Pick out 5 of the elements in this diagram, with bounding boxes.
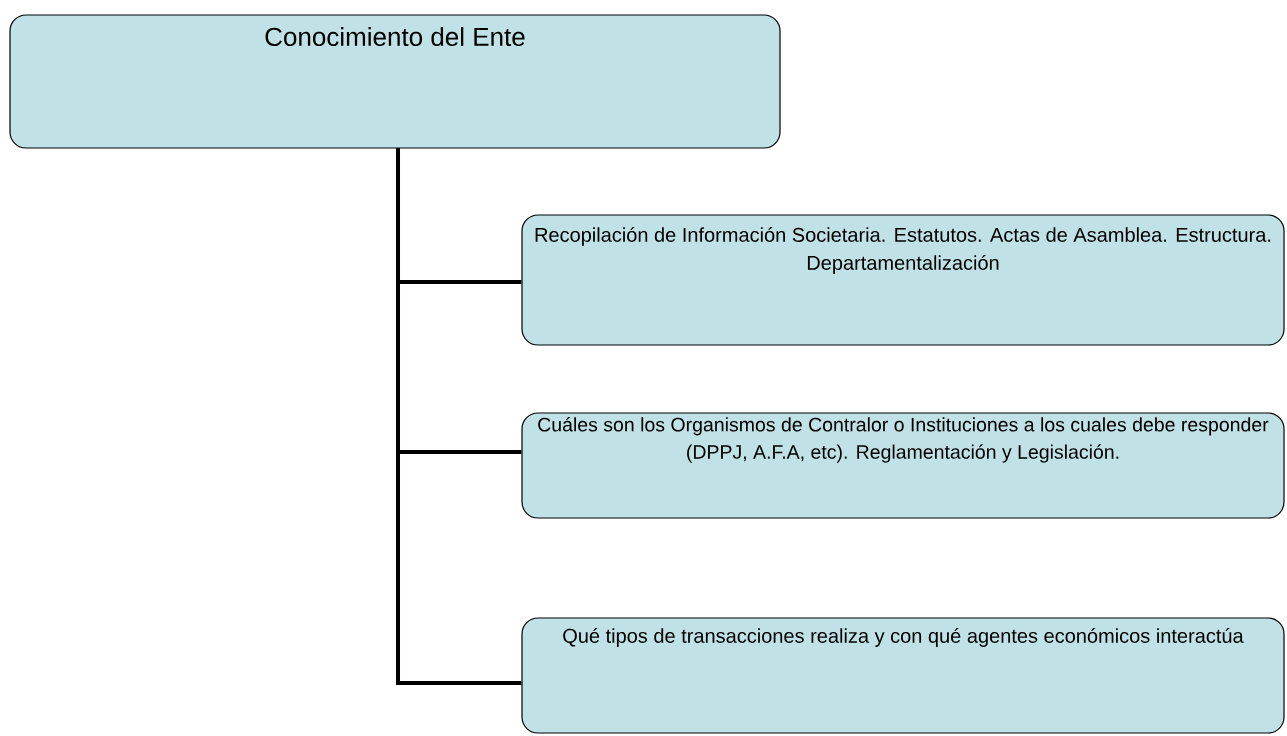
process-box: Cuáles son los Organismos de Contralor o Instituciones a los cuales debe responder (DPPJ, A.F.A, etc). Reglamentación y Legislación. [521,412,1285,519]
process-box: Recopilación de Información Societaria. Estatutos. Actas de Asamblea. Estructura. Departamentalización [521,214,1285,346]
title-box: Conocimiento del Ente [9,14,781,149]
process-box: Qué tipos de transacciones realiza y con qué agentes económicos interactúa [521,617,1285,734]
connector-line [396,148,522,685]
